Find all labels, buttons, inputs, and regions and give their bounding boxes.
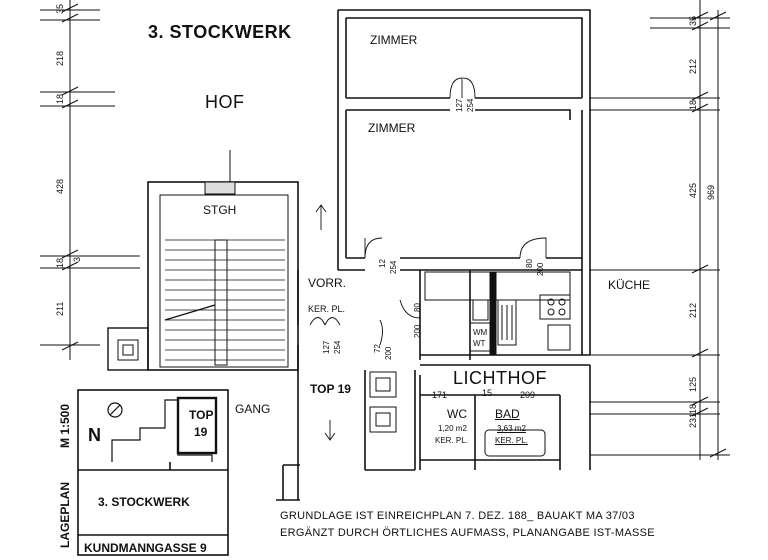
site-street-label: KUNDMANNGASSE 9 [84,541,207,555]
bathroom-fixtures [369,371,546,457]
dim-left-211: 211 [55,301,65,316]
dim-right-969: 969 [706,184,716,200]
room-label-stgh: STGH [203,203,237,217]
dim-left-3: 3 [72,256,82,262]
dim-right-35: 35 [688,15,698,26]
room-label-bad: BAD [495,407,520,421]
dim-vorr-door-127: 127 [322,340,331,354]
site-plan-box [77,389,229,556]
dim-door4-200: 200 [384,346,393,360]
dim-door5-200: 200 [536,262,545,276]
dim-door-254: 254 [466,98,475,112]
wc-area: 1,20 m2 [438,424,467,433]
dim-door5-80: 80 [525,259,534,268]
dim-left-18a: 18 [55,93,65,104]
dim-right-18: 18 [688,99,698,110]
wc-floor: KER. PL. [435,436,468,445]
room-label-zimmer-top: ZIMMER [370,33,418,47]
room-label-wc: WC [447,407,467,421]
dim-right-212a: 212 [688,58,698,74]
label-wt: WT [473,339,486,348]
staircase [107,150,299,371]
plan-title: 3. STOCKWERK [148,22,292,42]
dim-right-212b: 212 [688,302,698,318]
right-dimension-ticks [590,11,730,458]
dim-right-425: 425 [688,182,698,198]
note-line-2: ERGÄNZT DURCH ÖRTLICHES AUFMASS, PLANANG… [280,527,655,539]
dim-door3-80: 80 [413,303,422,312]
site-plan-scale: M 1:500 [58,403,72,448]
room-label-lichthof: LICHTHOF [453,368,547,388]
dim-door-127: 127 [455,98,464,112]
label-wm: WM [473,328,488,337]
dim-door4-72: 72 [373,344,382,353]
door-swings [309,77,547,441]
dim-209: 209 [520,390,536,400]
dim-171: 171 [432,390,448,400]
dim-door2-254: 254 [389,260,398,274]
dim-door3-200: 200 [413,324,422,338]
exterior-walls [276,9,591,501]
room-label-hof: HOF [205,92,245,112]
left-dimension-ticks [40,3,140,351]
note-line-1: GRUNDLAGE IST EINREICHPLAN 7. DEZ. 188_ … [280,510,635,522]
site-floor-label: 3. STOCKWERK [98,495,190,509]
room-label-zimmer-main: ZIMMER [368,121,416,135]
bad-area: 3,63 m2 [497,424,526,433]
dim-left-18b: 18 [55,257,65,268]
dim-left-35: 35 [55,3,65,14]
dim-right-125: 125 [688,376,698,392]
room-label-kueche: KÜCHE [608,278,651,292]
room-floor-vorr: KER. PL. [308,304,346,314]
room-label-vorr: VORR. [308,276,347,290]
dim-left-428: 428 [55,178,65,194]
kitchen-fixtures [424,271,571,355]
dim-left-218: 218 [55,50,65,66]
room-label-top19: TOP 19 [310,382,351,396]
north-label: N [88,425,102,445]
room-label-gang: GANG [235,402,271,416]
site-top-label: TOP [189,408,214,422]
site-top-number: 19 [194,425,208,439]
dim-right-231: 231 [688,412,698,428]
bad-floor: KER. PL. [495,436,528,445]
dim-15: 15 [482,388,493,398]
dim-door2-12: 12 [378,259,387,268]
dim-vorr-door-254: 254 [333,340,342,354]
site-plan-side-label: LAGEPLAN [58,482,72,548]
